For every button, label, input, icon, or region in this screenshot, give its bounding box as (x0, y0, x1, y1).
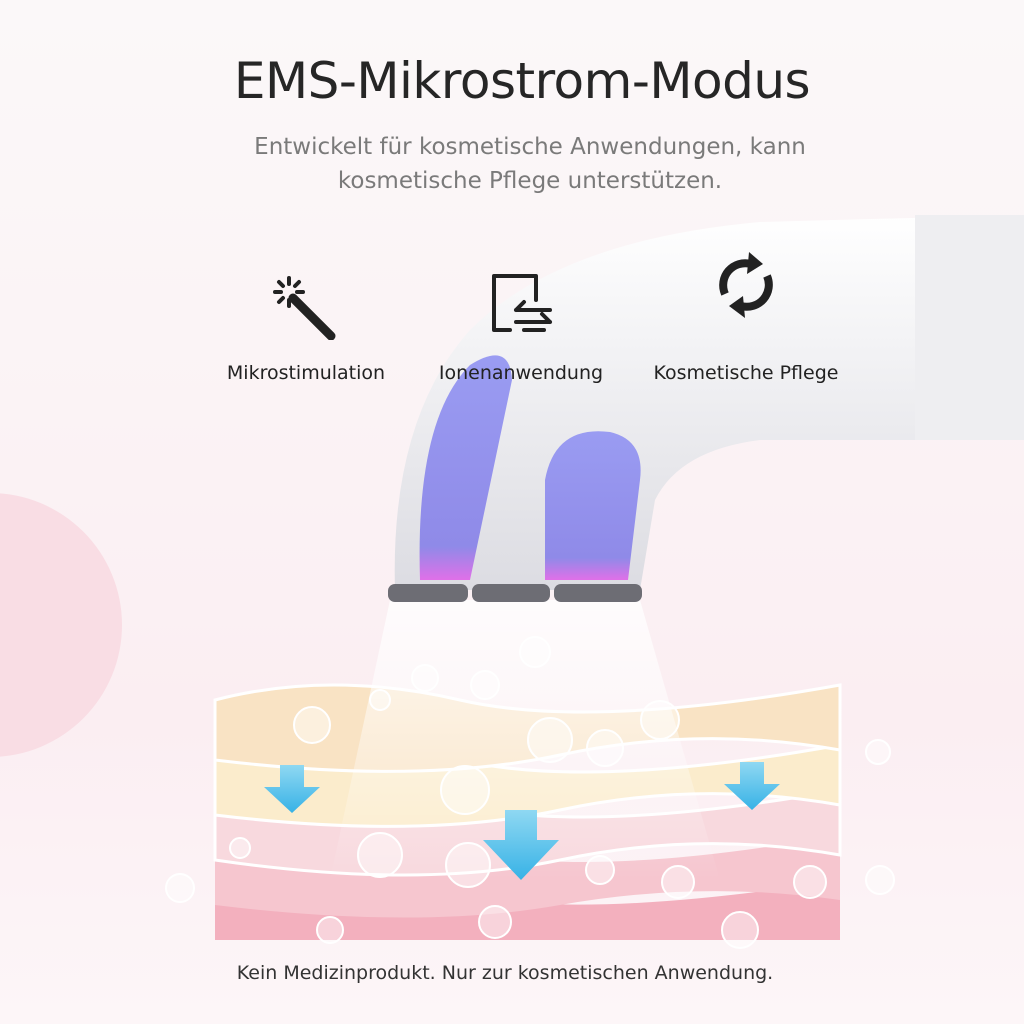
down-arrow-icon (264, 765, 320, 813)
bubbles (165, 636, 895, 949)
light-beam (330, 600, 720, 880)
down-arrow-icon (724, 762, 780, 810)
background-circle (0, 493, 122, 757)
feature-mikrostimulation: Mikrostimulation (196, 270, 416, 384)
feature-kosmetische-pflege: Kosmetische Pflege (636, 252, 856, 384)
feature-label: Mikrostimulation (226, 362, 386, 384)
beauty-device (388, 215, 1024, 602)
penetration-arrows (264, 762, 780, 880)
electrode-left (419, 355, 512, 580)
feature-label: Kosmetische Pflege (653, 362, 839, 384)
feature-label: Ionenanwendung (438, 362, 604, 384)
magic-wand-icon (196, 270, 416, 340)
disclaimer: Kein Medizinprodukt. Nur zur kosmetische… (236, 962, 774, 984)
refresh-cycle-icon (636, 250, 856, 320)
page-title: EMS-Mikrostrom-Modus (233, 52, 811, 110)
ion-exchange-icon (411, 270, 631, 340)
page-subtitle: Entwickelt für kosmetische Anwendungen, … (254, 134, 806, 194)
electrode-right (545, 431, 641, 580)
down-arrow-icon (483, 810, 559, 880)
feature-ionenanwendung: Ionenanwendung (411, 270, 631, 384)
